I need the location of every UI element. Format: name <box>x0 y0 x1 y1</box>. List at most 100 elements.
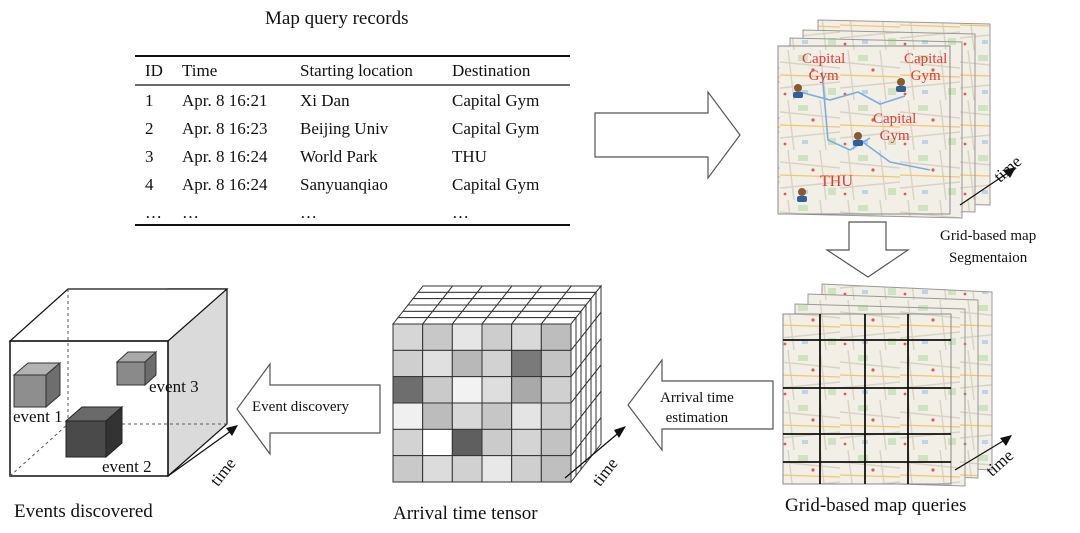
records-cell: 2 <box>145 119 154 138</box>
records-cell: Xi Dan <box>300 91 350 110</box>
records-cell: Beijing Univ <box>300 119 389 138</box>
caption-tensor: Arrival time tensor <box>393 503 538 524</box>
records-cell: 1 <box>145 91 154 110</box>
tensor-cell <box>525 298 563 306</box>
tensor-cell <box>392 323 424 351</box>
tensor-cell <box>540 428 572 457</box>
event-label-2: event 2 <box>102 457 152 476</box>
tensor-cell <box>422 349 453 378</box>
map-stack-grid <box>782 283 993 487</box>
tensor-cell <box>595 416 602 452</box>
tensor-cell <box>485 310 523 319</box>
tensor-cell <box>560 291 598 300</box>
tensor-cell <box>421 317 459 325</box>
tensor-cell <box>426 310 464 319</box>
arrow-to-maps <box>594 90 741 180</box>
tensor-cell <box>515 310 553 319</box>
records-column-header: Starting location <box>300 61 413 80</box>
tensor-cell <box>540 349 572 378</box>
records-cell: … <box>145 203 162 222</box>
records-cell: … <box>182 203 199 222</box>
tensor-cell <box>466 298 504 306</box>
tensor-cell <box>441 291 479 300</box>
tensor-cell <box>490 304 528 312</box>
tensor-cell <box>422 402 453 430</box>
tensor-cell <box>406 298 444 306</box>
tensor-cell <box>495 298 533 306</box>
tensor-cell <box>481 323 513 351</box>
tensor-cell <box>505 285 543 293</box>
arrival-time-tensor <box>391 284 603 484</box>
event-discovery-label: Event discovery <box>252 399 350 415</box>
records-column-header: Time <box>182 61 218 80</box>
tensor-cell <box>540 376 572 404</box>
map-label-gym-1: Capital Gym <box>802 51 846 84</box>
tensor-cell <box>392 428 424 457</box>
tensor-cell <box>422 455 453 483</box>
tensor-cell <box>481 455 513 483</box>
map-stack-top <box>777 19 991 219</box>
tensor-cell <box>511 402 542 430</box>
event-box-1 <box>12 361 62 409</box>
tensor-cell <box>451 349 483 378</box>
tensor-cell <box>480 317 518 325</box>
arrow-event-discovery <box>236 362 381 456</box>
events-cube <box>8 288 238 478</box>
records-table-rules <box>135 55 570 226</box>
tensor-cell <box>545 310 583 319</box>
tensor-cell <box>565 285 603 293</box>
tensor-cell <box>392 402 424 430</box>
person-icon <box>797 188 807 202</box>
map-label-thu: THU <box>820 173 853 190</box>
person-icon <box>793 84 803 98</box>
tensor-cell <box>520 304 558 312</box>
tensor-cell <box>401 304 439 312</box>
tensor-cell <box>416 285 454 293</box>
event-box-3 <box>115 350 158 387</box>
tensor-cell <box>391 317 429 325</box>
records-cell: Apr. 8 16:24 <box>182 175 268 194</box>
map-label-gym-3: Capital Gym <box>873 111 917 144</box>
records-cell: Apr. 8 16:24 <box>182 147 268 166</box>
arrival-estimation-label: Arrival time estimation <box>660 390 734 426</box>
tensor-cell <box>392 349 424 378</box>
tensor-cell <box>550 304 588 312</box>
records-column-header: Destination <box>452 61 531 80</box>
records-cell: Apr. 8 16:23 <box>182 119 268 138</box>
tensor-cell <box>570 447 577 484</box>
records-cell: … <box>300 203 317 222</box>
tensor-cell <box>392 376 424 404</box>
caption-events: Events discovered <box>14 501 153 522</box>
records-cell: 4 <box>145 175 154 194</box>
tensor-cell <box>540 455 572 483</box>
records-cell: … <box>452 203 469 222</box>
tensor-cell <box>396 310 434 319</box>
tensor-cell <box>555 298 593 306</box>
tensor-cell <box>481 428 513 457</box>
tensor-cell <box>476 285 514 293</box>
tensor-cell <box>511 349 542 378</box>
tensor-cell <box>411 291 449 300</box>
tensor-cell <box>461 304 499 312</box>
tensor-cell <box>511 323 542 351</box>
tensor-cell <box>451 323 483 351</box>
tensor-cell <box>422 323 453 351</box>
person-icon <box>853 132 863 146</box>
tensor-cell <box>500 291 538 300</box>
records-column-header: ID <box>145 61 163 80</box>
tensor-cell <box>436 298 474 306</box>
tensor-cell <box>530 291 568 300</box>
map-label-gym-2: Capital Gym <box>904 51 948 84</box>
arrow-segmentation <box>824 221 910 278</box>
records-cell: Capital Gym <box>452 91 540 110</box>
tensor-cell <box>481 349 513 378</box>
caption-grid-queries: Grid-based map queries <box>785 495 967 516</box>
tensor-cell <box>422 376 453 404</box>
tensor-cell <box>540 317 578 325</box>
tensor-cell <box>575 441 582 478</box>
segmentation-label: Grid-based map Segmentaion <box>940 228 1037 266</box>
records-cell: Apr. 8 16:21 <box>182 91 268 110</box>
tensor-cell <box>451 402 483 430</box>
records-cell: THU <box>452 147 487 166</box>
